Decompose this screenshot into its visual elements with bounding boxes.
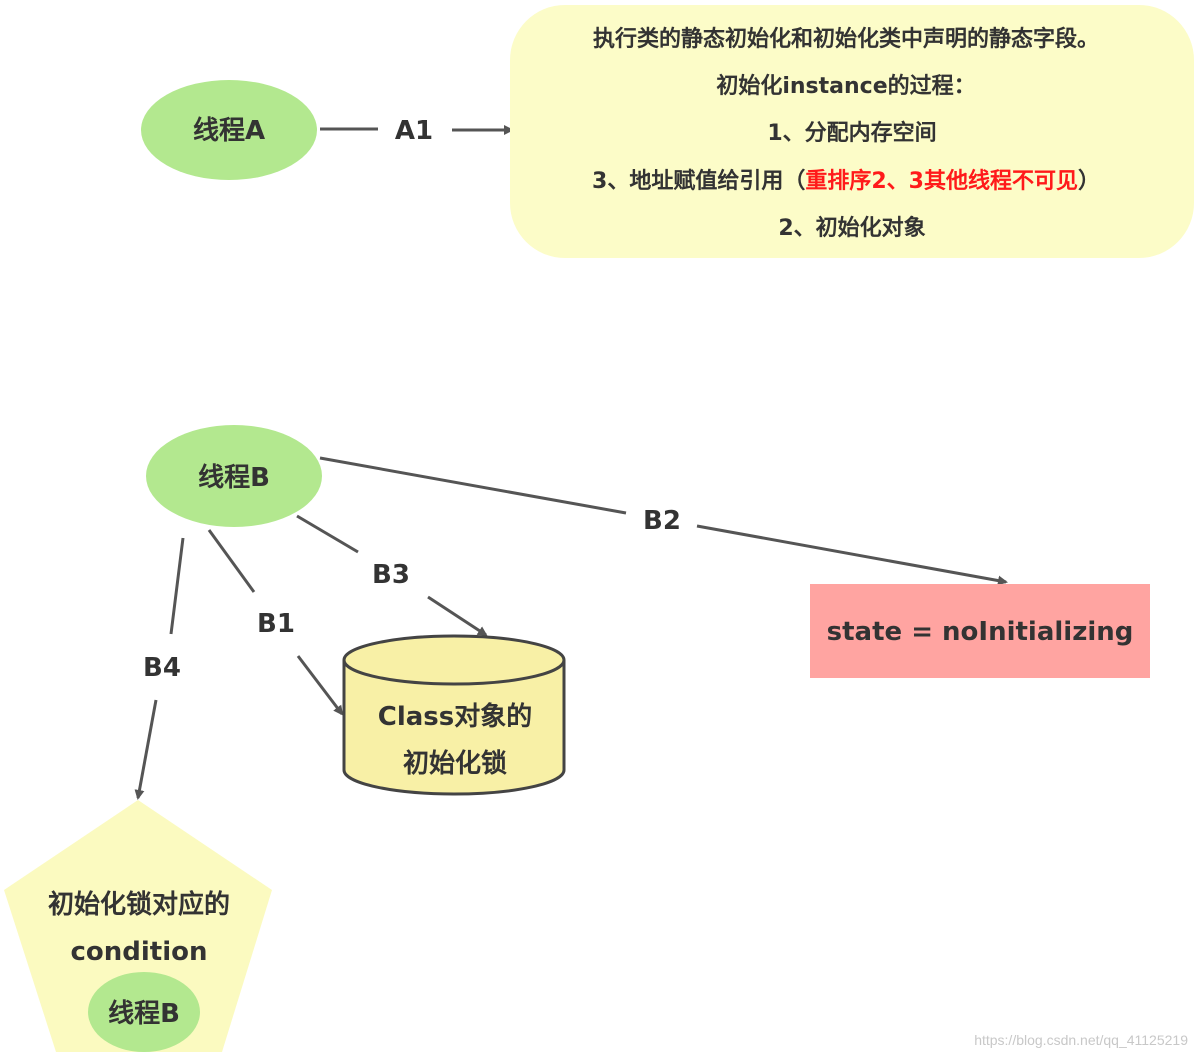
note-line-4-highlight: 重排序2、3其他线程不可见 (805, 168, 1078, 194)
note-line-4: 3、地址赋值给引用（重排序2、3其他线程不可见） (592, 168, 1100, 194)
lock-label-line-1: Class对象的 (378, 701, 533, 732)
arrow-b3-head (427, 595, 488, 637)
thread-b-node (146, 425, 322, 527)
arrow-b1-head (296, 655, 344, 716)
arrow-b4-head (134, 699, 158, 800)
state-box (810, 584, 1150, 678)
arrow-b1-tail (207, 529, 256, 593)
note-line-2: 初始化instance的过程： (716, 73, 975, 99)
arrow-b1-label: B1 (257, 609, 295, 639)
note-line-1: 执行类的静态初始化和初始化类中声明的静态字段。 (593, 26, 1099, 52)
waiting-thread-b-node (88, 972, 200, 1052)
note-line-4-suffix: ） (1078, 169, 1100, 194)
thread-a-node (141, 80, 317, 180)
arrow-b4-label: B4 (143, 653, 181, 683)
condition-label-line-1: 初始化锁对应的 (48, 889, 230, 920)
watermark: https://blog.csdn.net/qq_41125219 (974, 1032, 1188, 1048)
condition-pentagon (4, 800, 272, 1052)
condition-label-line-2: condition (70, 937, 207, 967)
note-line-5: 2、初始化对象 (778, 215, 925, 241)
lock-label-line-2: 初始化锁 (403, 748, 507, 779)
note-line-3: 1、分配内存空间 (767, 120, 936, 146)
arrow-b3-label: B3 (372, 560, 410, 590)
arrow-b2-label: B2 (643, 506, 681, 536)
thread-b-label: 线程B (198, 463, 270, 493)
init-lock-cylinder (342, 634, 566, 796)
arrow-b4-tail (169, 537, 185, 635)
note-line-4-prefix: 3、地址赋值给引用（ (592, 168, 805, 194)
arrow-b2-head (696, 524, 1008, 586)
waiting-thread-b-label: 线程B (108, 999, 180, 1029)
arrow-b3-tail (296, 514, 359, 554)
arrow-a1-label: A1 (395, 116, 433, 146)
arrow-b2-tail (319, 456, 627, 515)
state-box-label: state = noInitializing (827, 617, 1134, 647)
thread-a-label: 线程A (193, 116, 265, 146)
init-process-note (510, 5, 1194, 258)
